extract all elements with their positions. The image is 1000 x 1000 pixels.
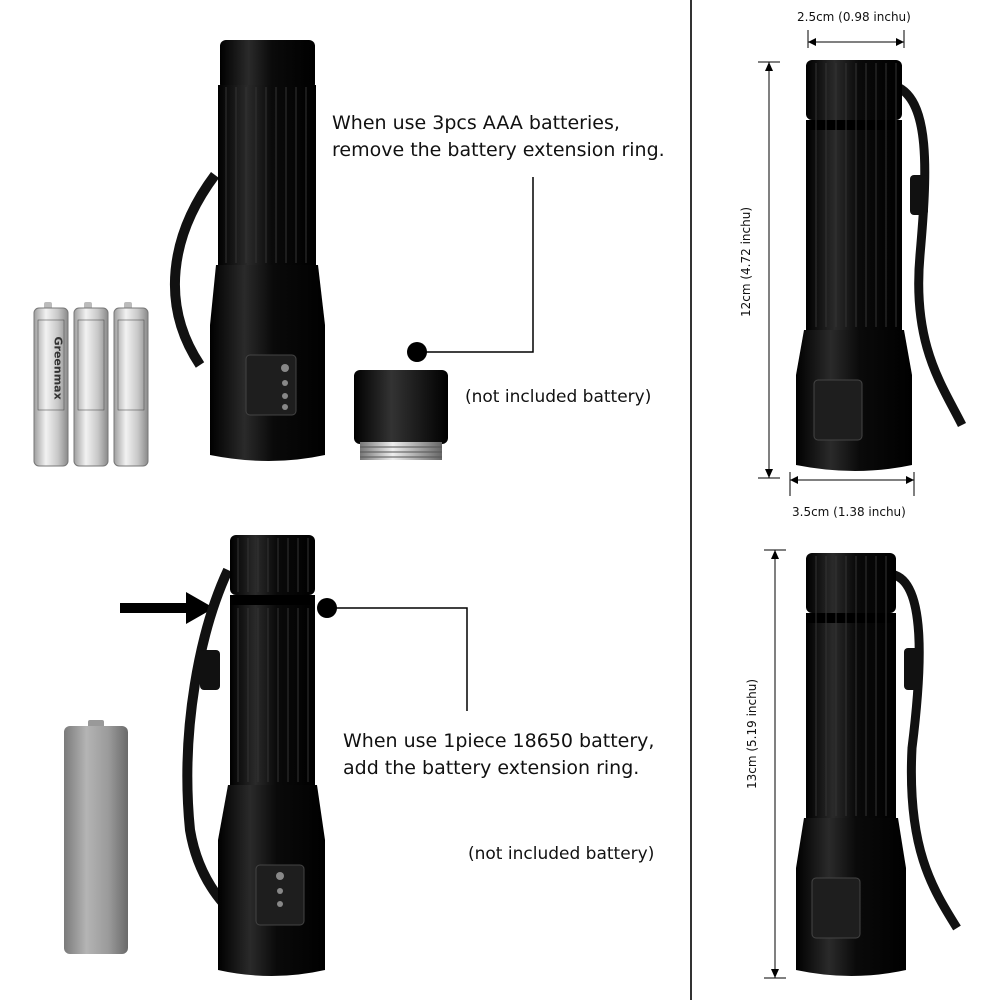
dimension-line-top-width — [807, 30, 905, 48]
battery-extension-ring — [354, 370, 448, 460]
flashlight-short-illustration — [170, 40, 325, 461]
instruction-18650-line1: When use 1piece 18650 battery, — [343, 730, 655, 752]
dimensions-panel: 2.5cm (0.98 inchu) 12cm (4.72 inchu) — [692, 0, 1000, 1000]
bottom-panel: When use 1piece 18650 battery, add the b… — [0, 500, 690, 1000]
aaa-battery — [73, 302, 109, 467]
instruction-18650-line2: add the battery extension ring. — [343, 757, 640, 779]
dimension-head-width: 3.5cm (1.38 inchu) — [792, 505, 906, 519]
flashlight-long-illustration — [182, 535, 325, 976]
battery-brand-label: Greenmax — [51, 336, 65, 400]
instruction-aaa-line1: When use 3pcs AAA batteries, — [332, 112, 620, 134]
dimension-line-long-length — [764, 549, 786, 979]
aaa-battery — [33, 302, 69, 467]
dimension-long-length: 13cm (5.19 inchu) — [745, 679, 759, 790]
arrow-right-icon — [120, 592, 214, 624]
dimension-line-head-width — [789, 472, 915, 496]
dimension-top-width: 2.5cm (0.98 inchu) — [797, 10, 911, 24]
dimension-line-short-length — [758, 61, 780, 479]
dimension-short-length: 12cm (4.72 inchu) — [739, 207, 753, 318]
aaa-battery — [113, 302, 149, 467]
not-included-note-bottom: (not included battery) — [468, 844, 655, 864]
not-included-note-top: (not included battery) — [465, 387, 652, 407]
flashlight-short-dimension-illustration — [796, 60, 967, 471]
battery-18650-illustration — [64, 720, 128, 954]
callout-connector-top — [407, 177, 534, 362]
aaa-batteries-illustration — [33, 302, 149, 467]
top-panel: Greenmax — [0, 0, 690, 500]
flashlight-long-dimension-illustration — [796, 553, 961, 976]
vertical-divider — [690, 0, 692, 1000]
instruction-aaa-line2: remove the battery extension ring. — [332, 139, 665, 161]
callout-connector-bottom — [317, 598, 468, 711]
